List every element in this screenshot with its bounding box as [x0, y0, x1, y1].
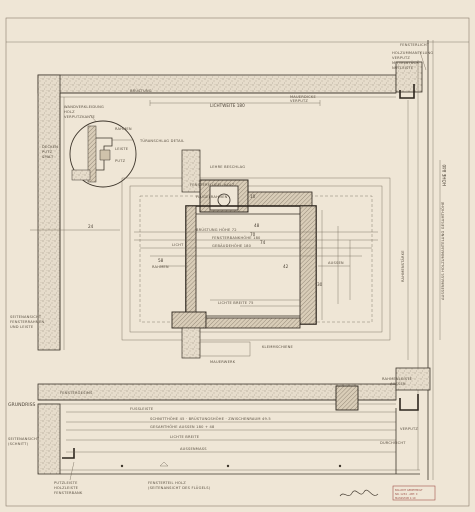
brustung-label: BRÜSTUNG [130, 88, 152, 93]
detail-label: TÜRANSCHLAG DETAIL [139, 138, 184, 143]
top-right-sub-1: HOLZUMMANTELUNG [392, 51, 433, 55]
bottom-left-label: SEITENANSICHT [8, 437, 40, 441]
detail-circle: TÜRANSCHLAG DETAIL RAHMEN LEISTE PUTZ [69, 120, 184, 188]
plan-right-note: AUSSEN [328, 261, 344, 265]
plan-row-d: LICHT [172, 243, 184, 247]
left-note-3: VERPUTZKANTE [64, 115, 96, 119]
left-side-note-2: PUTZ [42, 150, 53, 154]
bottom-row-1: FUSSLEISTE [130, 407, 154, 411]
top-right-sub-4: NUTLEISTE [392, 66, 414, 70]
top-right-note: FENSTERLICHT [400, 43, 430, 47]
footer-left-3: FENSTERBANK [54, 491, 83, 495]
left-note-2: HOLZ [64, 110, 75, 114]
plan-row-a: BRÜSTUNG HÖHE 72 [196, 227, 237, 232]
top-dimension: LICHTWEITE 180 BRÜSTUNG MAUERDICKE VERPU… [130, 88, 321, 108]
plan-bottom-2: LICHTE BREITE 75 [218, 301, 254, 305]
left-vertical-note: SEITENANSICHT FENSTERRAHMEN UND LEISTE [10, 315, 45, 329]
signature-stamp-area: BAUAMT GENEHMIGT NR. 1234 · ABT. II MASS… [339, 485, 436, 501]
grundriss-label: GRUNDRISS [8, 402, 36, 408]
bottom-right-label: VERPUTZ [400, 427, 418, 431]
central-window-plan: LEHRE BESCHLAG FENSTERFLÜGEL HOLZ FLÜGEL… [121, 149, 391, 364]
dim-top-center: LICHTWEITE 180 [210, 103, 245, 108]
paper-border [5, 17, 470, 507]
right-vertical-1: HÖHE 840 [442, 164, 447, 186]
plan-row-c: GEBÄUDEHÖHE 180 [212, 243, 252, 248]
dim-left-24: 24 [88, 224, 94, 229]
top-right-sub2: VERPUTZ [290, 99, 308, 103]
footer-center-2: (SEITENANSICHT DES FLÜGELS) [148, 485, 211, 490]
left-vnote-3: UND LEISTE [10, 325, 34, 329]
plan-left-dim: 58 [158, 258, 164, 263]
plan-dim-48: 48 [254, 223, 260, 228]
stamp-line-2: NR. 1234 · ABT. II [395, 492, 418, 496]
stamp-line-3: MASSSTAB 1:10 [395, 496, 416, 500]
plan-top-2: FENSTERFLÜGEL HOLZ [190, 182, 235, 187]
bottom-top-note: FENSTERGESIMS [60, 391, 93, 395]
plan-dim-70: 70 [250, 232, 256, 237]
bottom-row-3: GESAMTHÖHE AUSSEN 180 + 48 [150, 424, 215, 429]
plan-left-sub: RAHMEN [152, 265, 169, 269]
right-dim-box: RAHMENSTÄRKE [400, 250, 405, 282]
bottom-center-note: DURCHSICHT [380, 441, 406, 445]
top-right-sub-2: VERPUTZ [392, 56, 410, 60]
approval-stamp [392, 485, 436, 501]
bottom-right-sub: AUSSEN [390, 382, 406, 386]
top-wall-section [37, 40, 434, 480]
bottom-row-5: AUSSENMASS [180, 447, 207, 451]
footer-center-1: FENSTERTEIL HOLZ [148, 481, 186, 485]
plan-dim-74: 74 [260, 240, 266, 245]
detail-sub-3: PUTZ [115, 159, 126, 163]
top-right-sub-3: MITTELSTÜCK [392, 60, 419, 65]
detail-sub-1: RAHMEN [115, 127, 132, 131]
bottom-row-2: SCHNITTHÖHE 45 · BRÜSTUNGSHÖHE · ZWISCHE… [150, 416, 271, 421]
top-right-label: MAUERDICKE [290, 95, 316, 99]
left-note-1: WANDVERKLEIDUNG [64, 105, 104, 109]
plan-row-b: FENSTERBANKHÖHE 180 [212, 235, 261, 240]
plan-center-dim: 42 [283, 264, 289, 269]
plan-bottom-3: KLEMMSCHIENE [262, 345, 294, 349]
left-vnote-2: FENSTERRAHMEN [10, 320, 45, 324]
plan-top-3: FLÜGELRAHMEN [196, 194, 228, 199]
plan-right-dim: 30 [317, 282, 323, 287]
left-vnote-1: SEITENANSICHT [10, 315, 42, 319]
detail-sub-2: LEISTE [115, 147, 129, 151]
bottom-left-sub: (SCHNITT) [8, 442, 29, 446]
right-vertical-dimension: HÖHE 840 AUSSENMASS HOLZUMMANTELUNG GESA… [400, 160, 447, 340]
plan-bottom-1: MAUERWERK [210, 360, 236, 364]
left-side-note-1: DECKEN [42, 145, 58, 149]
top-right-notes: FENSTERLICHT HOLZUMMANTELUNG VERPUTZ MIT… [392, 43, 433, 71]
stamp-line-1: BAUAMT GENEHMIGT [395, 488, 423, 492]
plan-top-1: LEHRE BESCHLAG [210, 165, 245, 169]
footer-left-1: PUTZLEISTE [54, 481, 78, 485]
bottom-right-note: RAHMENLEISTE [382, 377, 413, 381]
right-vertical-2: AUSSENMASS HOLZUMMANTELUNG GESAMTHÖHE [440, 201, 445, 300]
bottom-row-4: LICHTE BREITE [170, 435, 200, 439]
signature-mark [339, 489, 379, 497]
left-side-note-3: SPALT [42, 155, 54, 159]
bottom-elevation [37, 367, 431, 475]
bottom-labels: GRUNDRISS SEITENANSICHT (SCHNITT) FENSTE… [8, 377, 418, 495]
plan-dim-10: 10 [250, 194, 256, 199]
footer-left-2: HOLZLEISTE [54, 486, 79, 490]
left-wall-section [30, 74, 120, 351]
